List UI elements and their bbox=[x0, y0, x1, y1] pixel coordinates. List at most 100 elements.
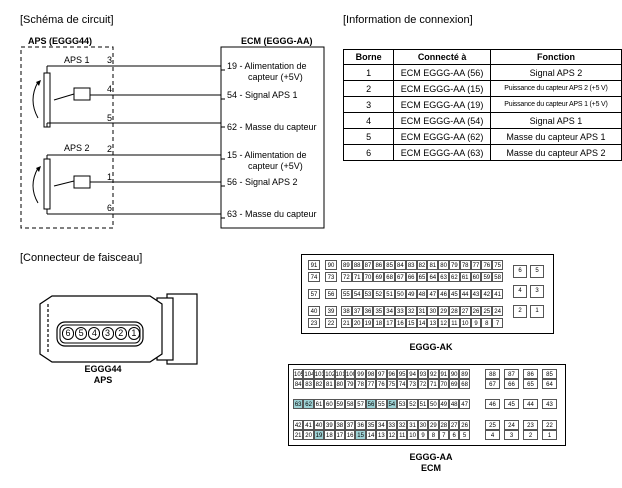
connector-pin: 77 bbox=[365, 379, 377, 389]
connector-pin: 99 bbox=[355, 369, 366, 379]
aps-box bbox=[20, 46, 114, 229]
connector-pin: 70 bbox=[438, 379, 449, 389]
table-cell: Masse du capteur APS 2 bbox=[489, 144, 622, 161]
connector-pin: 74 bbox=[308, 272, 320, 282]
aps-connector-pin: 5 bbox=[75, 327, 88, 340]
connector-pin: 83 bbox=[303, 379, 314, 389]
connector-pin: 32 bbox=[405, 306, 417, 316]
connector-pin: 67 bbox=[485, 379, 500, 389]
connector-pin: 43 bbox=[470, 289, 482, 299]
connector-pin: 37 bbox=[351, 306, 363, 316]
connector-pin: 78 bbox=[355, 379, 366, 389]
connector-pin: 1 bbox=[542, 430, 557, 440]
connector-pin: 7 bbox=[438, 430, 449, 440]
connector-pin: 34 bbox=[376, 420, 387, 430]
connector-pin: 44 bbox=[523, 399, 538, 409]
connector-pin: 65 bbox=[523, 379, 538, 389]
wire-pin-label: 6 bbox=[107, 203, 113, 213]
table-cell: ECM EGGG-AA (56) bbox=[393, 64, 491, 81]
connector-pin: 46 bbox=[438, 289, 449, 299]
connector-pin: 63 bbox=[293, 399, 304, 409]
connector-pin: 93 bbox=[417, 369, 429, 379]
circuit-schematic bbox=[20, 46, 325, 229]
connector-pin: 100 bbox=[345, 369, 356, 379]
wire-pin-label: 2 bbox=[107, 144, 113, 154]
ecm-pin-56-label: 56 - Signal APS 2 bbox=[227, 177, 298, 187]
wire-pin-label: 4 bbox=[107, 84, 113, 94]
connector-pin: 96 bbox=[386, 369, 397, 379]
connector-pin: 39 bbox=[325, 306, 337, 316]
connector-pin: 82 bbox=[313, 379, 325, 389]
connector-pin: 39 bbox=[324, 420, 335, 430]
connector-pin: 101 bbox=[334, 369, 345, 379]
connector-pin: 91 bbox=[438, 369, 449, 379]
connector-pin: 71 bbox=[428, 379, 439, 389]
connector-pin: 60 bbox=[324, 399, 335, 409]
connector-pin: 6 bbox=[513, 265, 527, 278]
connector-pin: 85 bbox=[384, 260, 395, 270]
connector-pin: 3 bbox=[504, 430, 519, 440]
harness-connector-title: [Connecteur de faisceau] bbox=[20, 252, 143, 264]
connector-pin: 8 bbox=[428, 430, 439, 440]
connector-pin: 18 bbox=[324, 430, 335, 440]
connector-pin: 10 bbox=[459, 318, 471, 328]
connector-pin: 22 bbox=[325, 318, 337, 328]
table-cell: 4 bbox=[342, 112, 395, 129]
connector-pin: 29 bbox=[428, 420, 439, 430]
connector-pin: 18 bbox=[373, 318, 385, 328]
connector-pin: 28 bbox=[449, 306, 460, 316]
connector-pin: 37 bbox=[345, 420, 356, 430]
connector-pin: 68 bbox=[459, 379, 470, 389]
connector-pin: 40 bbox=[308, 306, 320, 316]
connector-pin: 94 bbox=[407, 369, 418, 379]
aps-connector-pin: 4 bbox=[88, 327, 101, 340]
connector-pin: 102 bbox=[324, 369, 335, 379]
connector-pin: 87 bbox=[504, 369, 519, 379]
connector-pin: 7 bbox=[492, 318, 503, 328]
ecm-pin-63-label: 63 - Masse du capteur bbox=[227, 209, 317, 219]
connector-pin: 9 bbox=[470, 318, 482, 328]
connector-pin: 48 bbox=[416, 289, 428, 299]
connector-pin: 104 bbox=[303, 369, 314, 379]
ecm-pin-54-label: 54 - Signal APS 1 bbox=[227, 90, 298, 100]
connector-pin: 60 bbox=[470, 272, 482, 282]
connector-pin: 66 bbox=[504, 379, 519, 389]
connector-pin: 80 bbox=[438, 260, 449, 270]
wire-pin-label: 3 bbox=[107, 55, 113, 65]
connector-pin: 2 bbox=[523, 430, 538, 440]
ecm-pin-62-label: 62 - Masse du capteur bbox=[227, 122, 317, 132]
connector-pin: 51 bbox=[384, 289, 395, 299]
connector-pin: 35 bbox=[365, 420, 377, 430]
connector-pin: 51 bbox=[417, 399, 429, 409]
connector-pin: 69 bbox=[449, 379, 460, 389]
connector-pin: 19 bbox=[313, 430, 325, 440]
connector-pin: 56 bbox=[325, 289, 337, 299]
connector-pin: 31 bbox=[407, 420, 418, 430]
connector-pin: 27 bbox=[449, 420, 460, 430]
connector-pin: 54 bbox=[386, 399, 397, 409]
col-header-connecte: Connecté à bbox=[393, 49, 491, 65]
connector-pin: 59 bbox=[334, 399, 345, 409]
connector-pin: 24 bbox=[504, 420, 519, 430]
connector-pin: 97 bbox=[376, 369, 387, 379]
ecm-header: ECM (EGGG-AA) bbox=[241, 36, 313, 46]
connector-pin: 92 bbox=[428, 369, 439, 379]
connector-pin: 69 bbox=[373, 272, 385, 282]
connector-pin: 87 bbox=[362, 260, 374, 270]
col-header-fonction: Fonction bbox=[489, 49, 622, 65]
connector-pin: 55 bbox=[376, 399, 387, 409]
connector-pin: 38 bbox=[341, 306, 352, 316]
connector-pin: 89 bbox=[459, 369, 470, 379]
connector-pin: 25 bbox=[485, 420, 500, 430]
connector-pin: 76 bbox=[481, 260, 493, 270]
connector-pin: 30 bbox=[417, 420, 429, 430]
connector-pin: 81 bbox=[427, 260, 439, 270]
